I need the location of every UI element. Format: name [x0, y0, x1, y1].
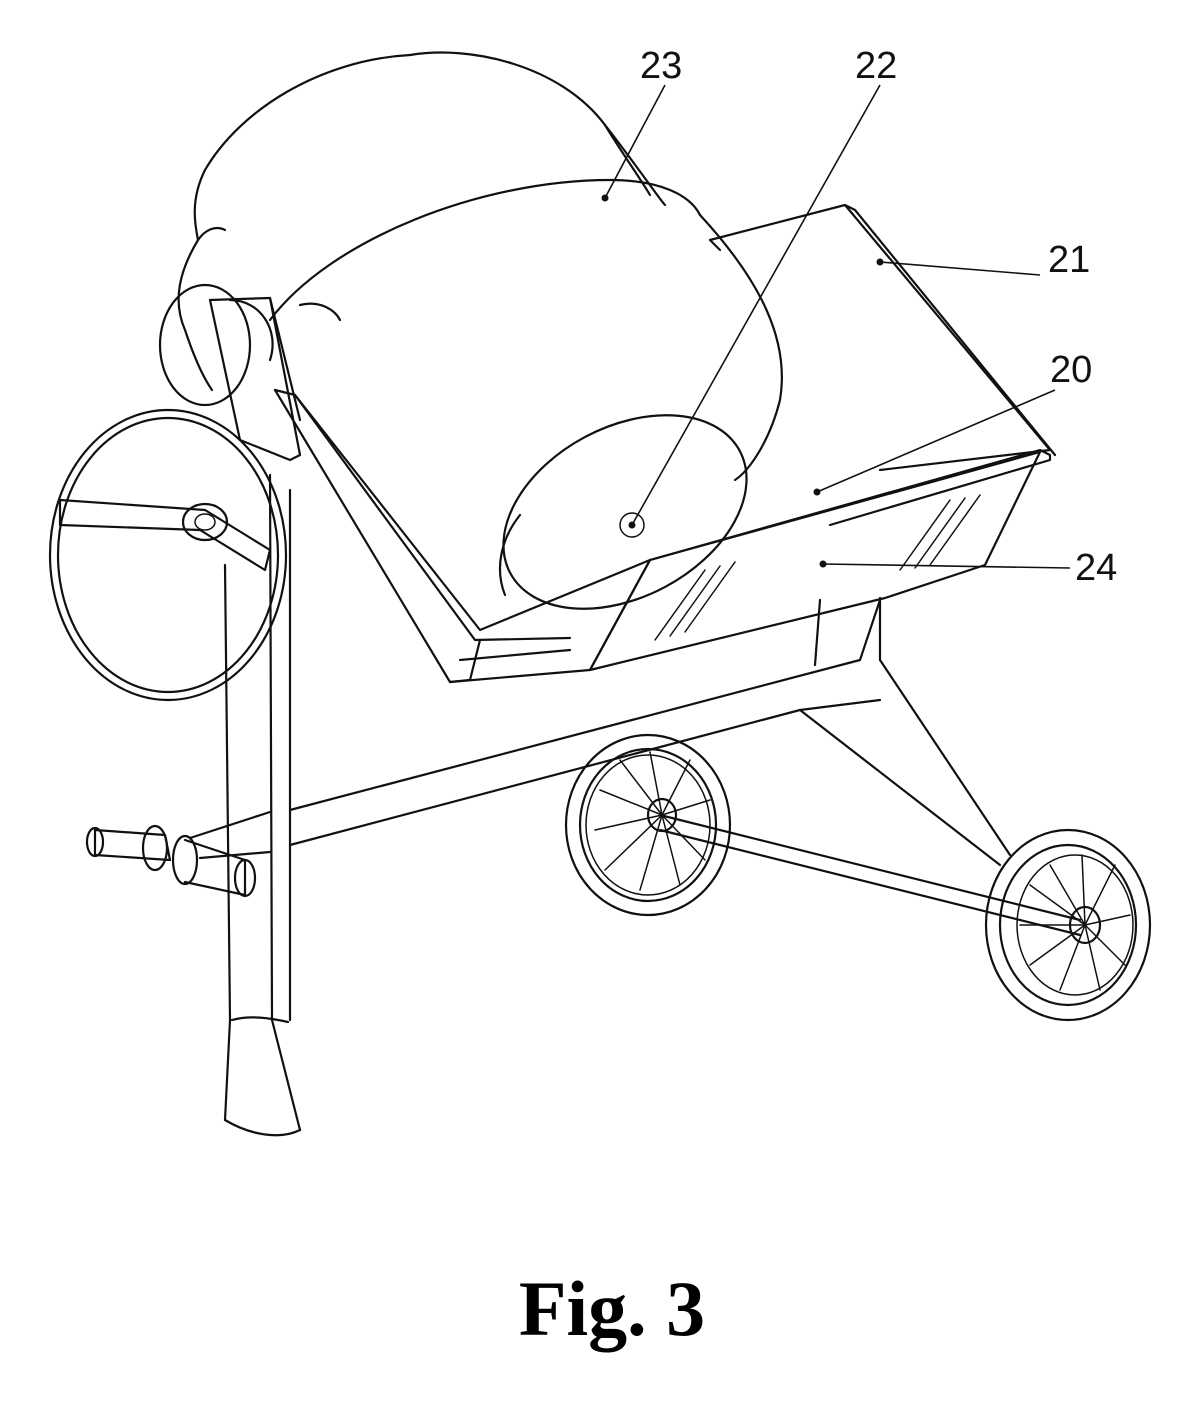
gear-cover	[588, 450, 1042, 672]
support-frame	[273, 388, 1052, 684]
label-22: 22	[855, 45, 897, 87]
figure-caption: Fig. 3	[519, 1265, 705, 1352]
push-handle	[85, 810, 272, 898]
label-24: 24	[1075, 547, 1117, 589]
reference-labels: 23 22 21 20 24	[640, 45, 1117, 589]
stand-frame	[223, 473, 1012, 1137]
motor-housing	[708, 203, 1057, 472]
label-20: 20	[1050, 349, 1092, 391]
leader-lines	[601, 84, 1071, 569]
mixing-drum	[177, 51, 783, 610]
bearing-block	[208, 296, 302, 462]
wheel-rear	[564, 733, 732, 917]
label-23: 23	[640, 45, 682, 87]
hand-wheel	[48, 283, 288, 702]
label-21: 21	[1048, 239, 1090, 281]
wheel-front	[984, 828, 1152, 1022]
